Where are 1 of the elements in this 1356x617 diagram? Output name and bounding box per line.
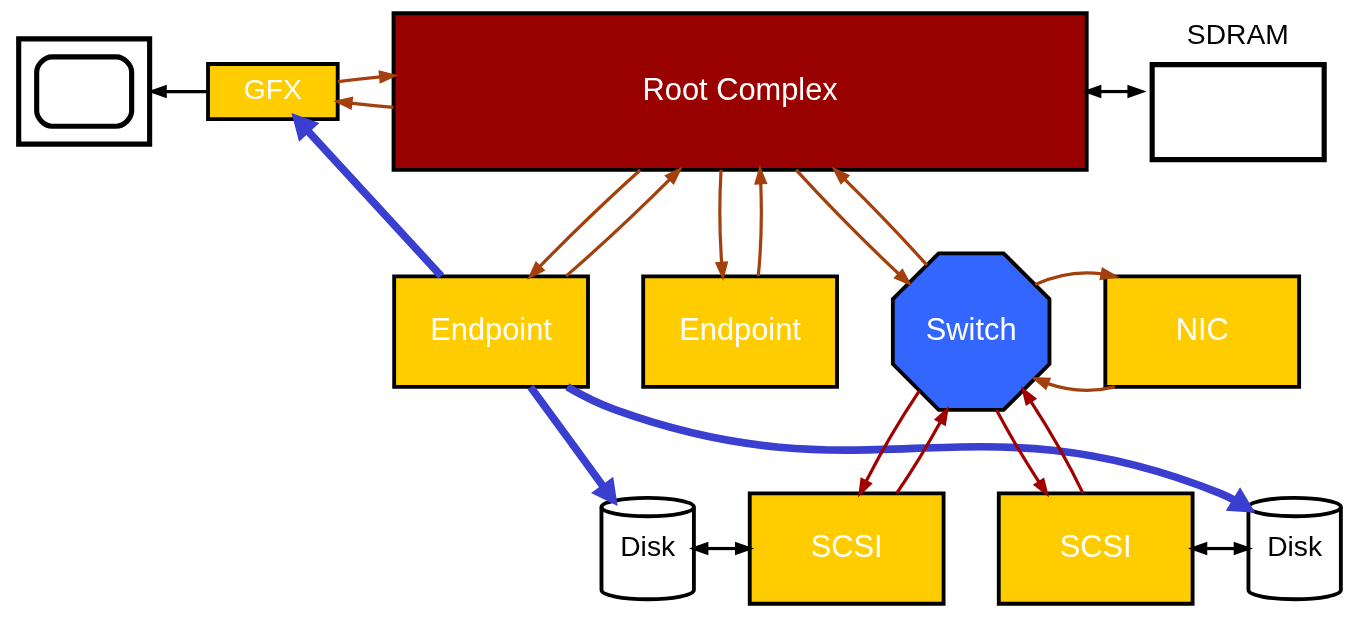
node-label: SDRAM	[1186, 17, 1289, 50]
